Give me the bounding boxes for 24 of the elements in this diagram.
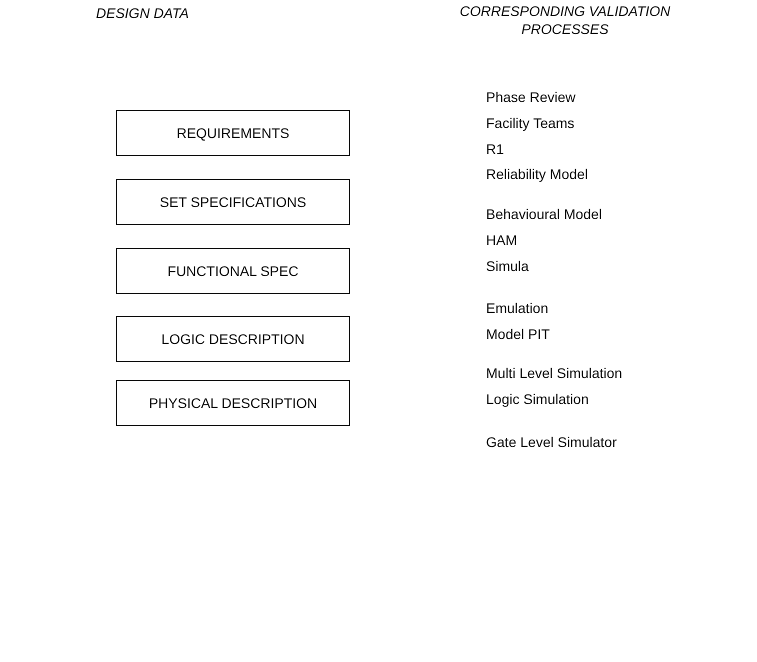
validation-process-label: Logic Simulation <box>486 390 589 408</box>
box-label: FUNCTIONAL SPEC <box>168 262 298 280</box>
process-box <box>116 316 350 362</box>
box-label: PHYSICAL DESCRIPTION <box>148 394 318 412</box>
box-label: LOGIC DESCRIPTION <box>161 330 305 348</box>
validation-process-label: Model PIT <box>486 325 550 343</box>
validation-process-label: Multi Level Simulation <box>486 364 622 382</box>
validation-process-label: Behavioural Model <box>486 205 602 223</box>
box-label: SET SPECIFICATIONS <box>160 192 306 212</box>
process-box <box>116 380 350 426</box>
process-box <box>116 179 350 225</box>
column-heading: DESIGN DATA <box>96 4 189 22</box>
validation-process-label: Facility Teams <box>486 114 574 132</box>
validation-process-label: R1 <box>486 140 504 158</box>
validation-process-label: Simula <box>486 257 529 275</box>
validation-process-label: HAM <box>486 231 518 249</box>
column-heading: CORRESPONDING VALIDATION PROCESSES <box>458 2 672 38</box>
box-label: REQUIREMENTS <box>176 124 290 143</box>
process-box <box>116 248 350 294</box>
validation-process-label: Gate Level Simulator <box>486 433 617 451</box>
validation-process-label: Phase Review <box>486 88 576 106</box>
validation-process-label: Emulation <box>486 299 548 317</box>
validation-process-label: Reliability Model <box>486 165 588 183</box>
process-box <box>116 110 350 156</box>
